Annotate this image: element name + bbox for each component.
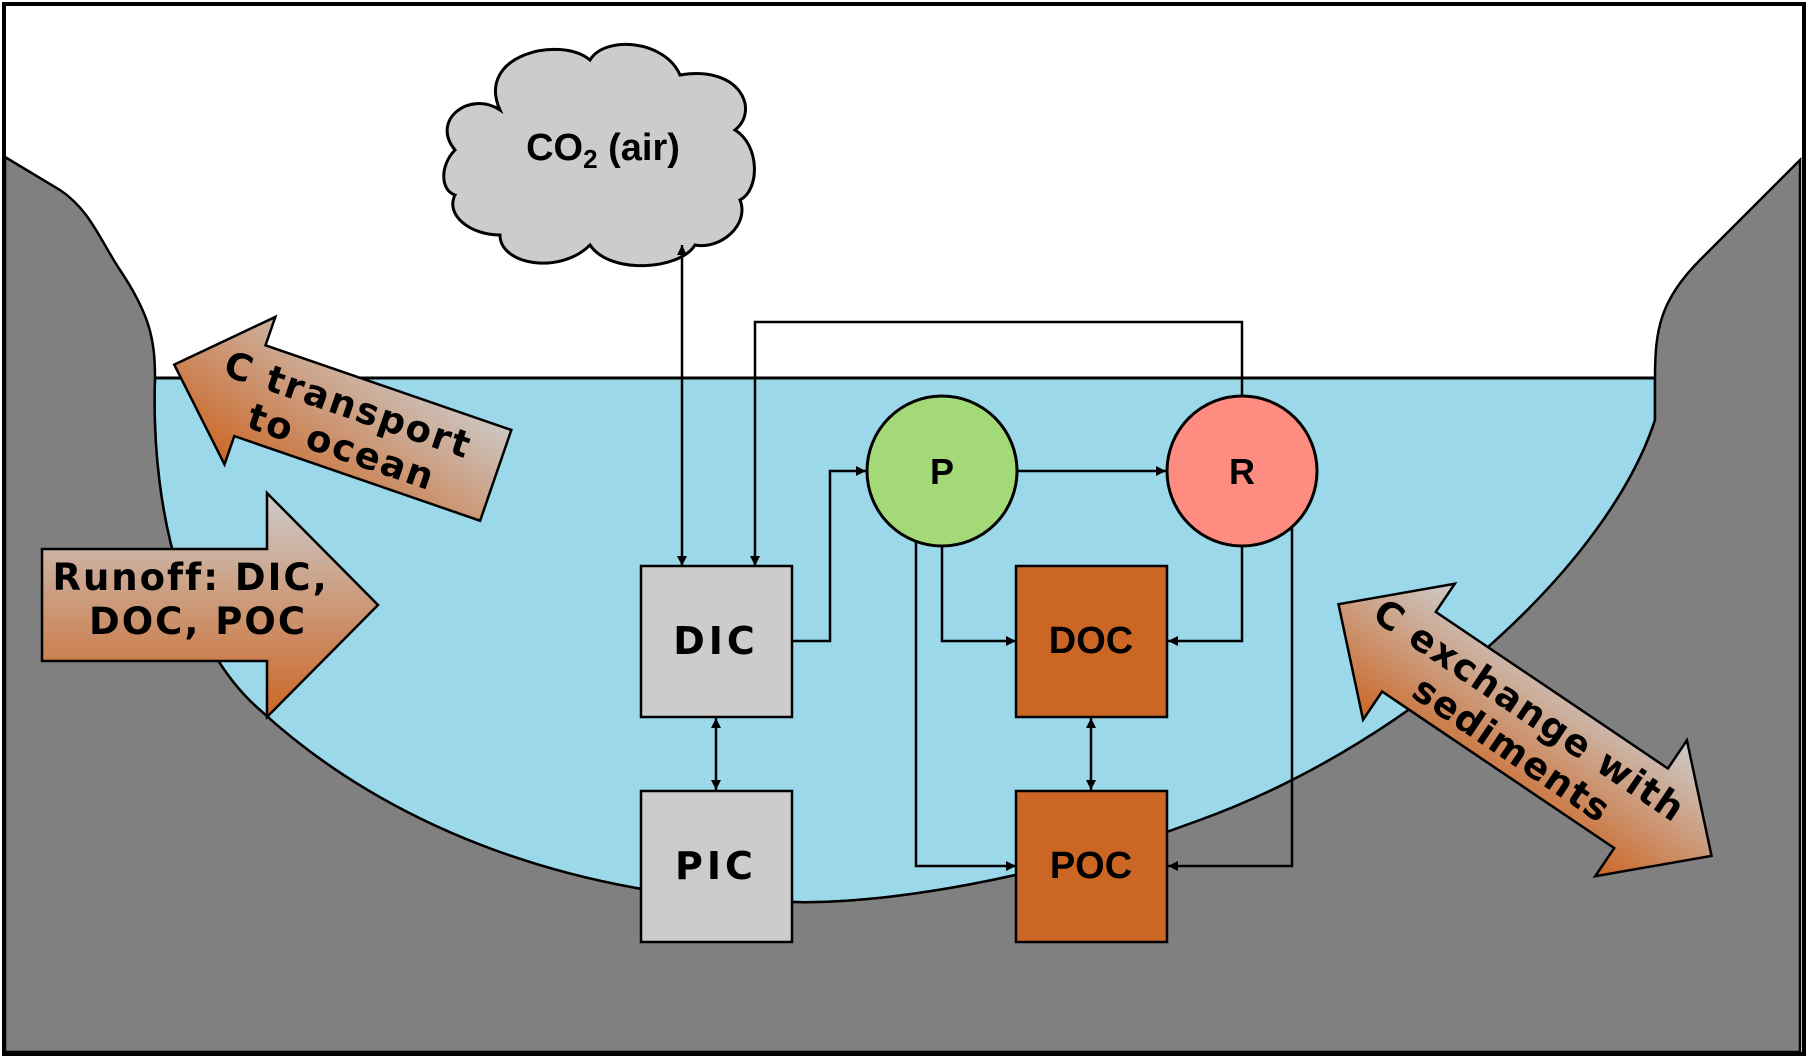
runoff-label-line-2: DOC, POC xyxy=(89,600,307,643)
doc-box xyxy=(1014,564,1169,719)
pic-label: PIC xyxy=(675,844,757,888)
poc-node: POC xyxy=(1014,789,1169,944)
transport-arrow-shape xyxy=(172,314,513,523)
cloud-shape xyxy=(442,42,756,268)
r-node: R xyxy=(1165,394,1319,548)
dic-node: DIC xyxy=(639,564,794,719)
dic-to-p-arrow xyxy=(792,466,866,643)
r-circle xyxy=(1165,394,1319,548)
runoff-arrow-shape xyxy=(40,489,380,721)
dic-label: DIC xyxy=(673,619,759,663)
connectors xyxy=(677,245,1294,871)
sediment-arrow-shape xyxy=(1336,581,1714,879)
runoff-label-line-1: Runoff: DIC, xyxy=(52,556,328,599)
dic-box xyxy=(639,564,794,719)
p-label: P xyxy=(930,451,954,492)
runoff-arrow: Runoff: DIC, DOC, POC xyxy=(40,489,380,721)
r-to-poc-arrow xyxy=(1168,526,1294,871)
r-to-doc-arrow xyxy=(1168,546,1244,646)
poc-label: POC xyxy=(1050,845,1132,887)
r-to-dic-loop xyxy=(750,320,1244,566)
cloud-label-prefix: CO xyxy=(526,127,583,169)
p-to-poc-arrow xyxy=(914,541,1016,871)
doc-label: DOC xyxy=(1049,620,1133,662)
r-label: R xyxy=(1229,451,1255,492)
svg-text:Runoff: DIC, DOC, POC: Runoff: DIC, DOC, POC xyxy=(52,556,343,643)
co2-cloud: CO2 (air) xyxy=(442,42,756,268)
p-node: P xyxy=(865,394,1019,548)
p-circle xyxy=(865,394,1019,548)
poc-box xyxy=(1014,789,1169,944)
cloud-label-subscript: 2 xyxy=(583,144,597,174)
pic-node: PIC xyxy=(639,789,794,944)
doc-node: DOC xyxy=(1014,564,1169,719)
p-to-doc-arrow xyxy=(940,546,1016,646)
svg-text:CO2 (air): CO2 (air) xyxy=(526,127,680,174)
cloud-label-suffix: (air) xyxy=(598,127,680,169)
pic-box xyxy=(639,789,794,944)
